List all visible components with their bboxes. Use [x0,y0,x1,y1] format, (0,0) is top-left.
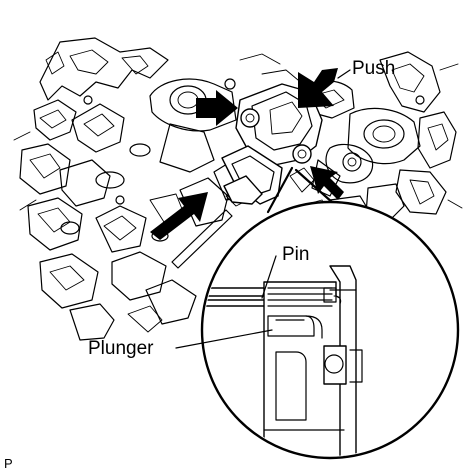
pin-label: Pin [282,244,309,265]
leader-lines [175,69,351,349]
reference-code: P [4,456,13,471]
push-label: Push [352,58,395,79]
push-arrow-upper [298,68,338,108]
guide-rod [171,209,233,269]
detail-view [204,265,363,456]
push-arrow-left [196,90,238,126]
plunger-label: Plunger [88,338,154,359]
insert-arrow [150,192,208,240]
